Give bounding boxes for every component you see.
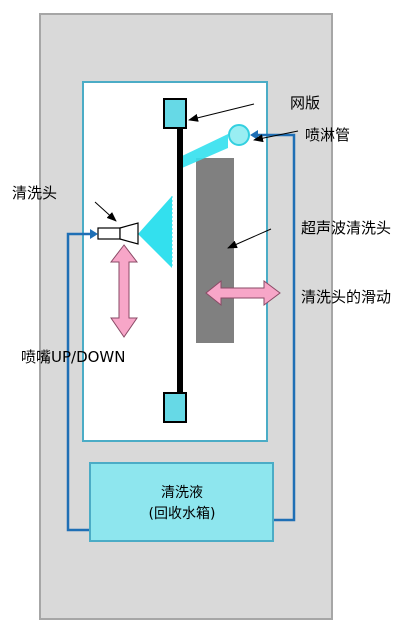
- cleaning-head-label: 清洗头: [12, 184, 57, 202]
- head-slide-arrow: [205, 279, 281, 307]
- nozzle-spray-cone: [138, 196, 172, 268]
- head-slide-label: 清洗头的滑动: [301, 288, 391, 306]
- supply-pipe: [255, 133, 296, 522]
- nozzle-updown-arrow: [109, 244, 139, 338]
- tank-label-line1: 清洗液: [161, 485, 203, 501]
- spray-pipe-leader-line: [253, 130, 299, 143]
- nozzle-updown-label: 喷嘴UP/DOWN: [21, 348, 126, 366]
- spray-pipe-label: 喷淋管: [305, 126, 350, 144]
- ultrasonic-head-label: 超声波清洗头: [301, 219, 391, 237]
- ultrasonic-leader-line: [227, 228, 272, 249]
- return-pipe: [66, 232, 93, 532]
- spray-pipe-spray: [182, 134, 228, 168]
- cleaning-head-leader-line: [94, 201, 117, 222]
- return-pipe-arrowhead: [90, 229, 98, 239]
- spray-nozzle-icon: [97, 222, 139, 245]
- screen-frame-top: [163, 98, 187, 129]
- screen-label: 网版: [290, 94, 320, 112]
- ultrasonic-head-block: [196, 158, 234, 343]
- screen-frame-bottom: [163, 392, 187, 423]
- recovery-tank: [89, 462, 274, 542]
- screen-leader-line: [188, 103, 255, 122]
- spray-pipe-head-icon: [228, 124, 250, 146]
- tank-label-line2: (回收水箱): [149, 506, 216, 522]
